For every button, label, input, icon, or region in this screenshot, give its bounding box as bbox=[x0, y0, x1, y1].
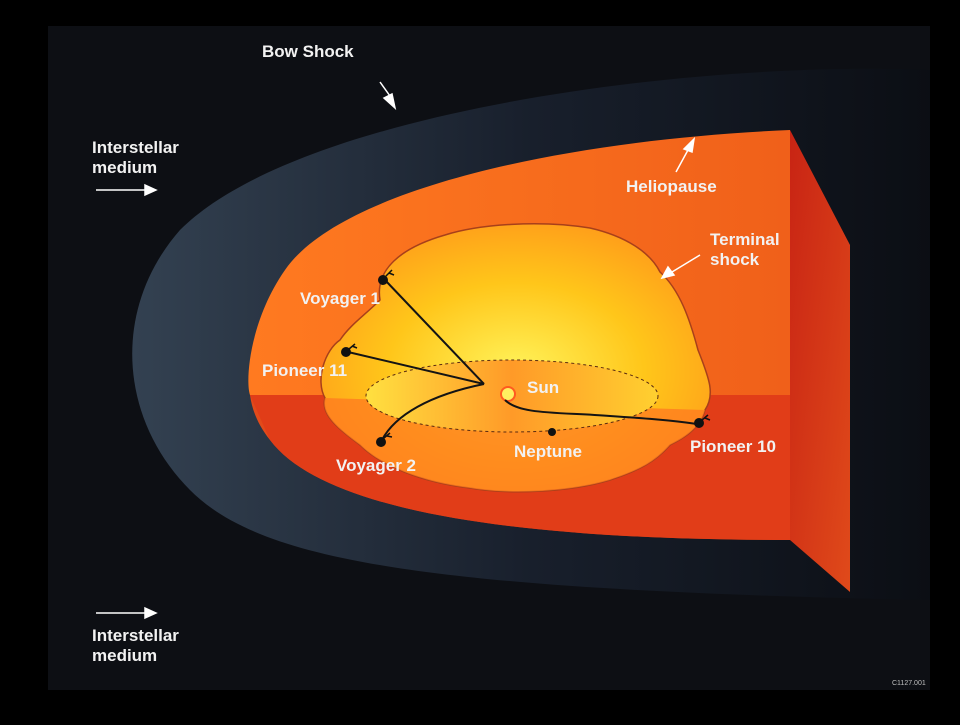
sun-label: Sun bbox=[527, 378, 560, 397]
voyager2-trajectory bbox=[381, 383, 485, 441]
pioneer10-trajectory bbox=[504, 399, 698, 425]
voyager2-label: Voyager 2 bbox=[336, 456, 417, 475]
interstellar-bottom-arrowhead bbox=[144, 606, 158, 620]
voyager1-marker bbox=[378, 275, 388, 285]
bow-shock-label: Bow Shock bbox=[262, 42, 354, 61]
side-face-shape bbox=[790, 130, 850, 592]
interstellar-top-arrowhead bbox=[144, 183, 158, 197]
bow-shock-arrowhead bbox=[382, 92, 397, 111]
interstellar-medium-bottom-label: Interstellar medium bbox=[92, 626, 179, 665]
interstellar-medium-top-label: Interstellar medium bbox=[92, 138, 179, 177]
voyager1-label: Voyager 1 bbox=[300, 289, 381, 308]
heliopause-arrow bbox=[675, 149, 689, 173]
pioneer10-marker bbox=[694, 418, 704, 428]
neptune-marker bbox=[548, 428, 556, 436]
pioneer11-trajectory bbox=[347, 351, 485, 385]
pioneer11-label: Pioneer 11 bbox=[262, 361, 348, 380]
bow-shock-arrow bbox=[379, 81, 391, 97]
sun-marker bbox=[500, 386, 516, 402]
annotation-arrows bbox=[96, 81, 701, 620]
figure-code: C1127.001 bbox=[892, 680, 926, 687]
pioneer11-marker bbox=[341, 347, 351, 357]
voyager2-marker bbox=[376, 437, 386, 447]
heliopause-label: Heliopause bbox=[626, 177, 717, 196]
voyager1-trajectory bbox=[384, 279, 485, 385]
pioneer10-label: Pioneer 10 bbox=[690, 437, 776, 456]
neptune-label: Neptune bbox=[514, 442, 582, 461]
terminal-shock-arrow bbox=[671, 254, 701, 273]
heliopause-arrowhead bbox=[682, 136, 696, 154]
trajectories bbox=[347, 279, 698, 441]
spacecraft-antennas bbox=[348, 269, 711, 439]
terminal-shock-arrowhead bbox=[660, 265, 676, 280]
terminal-shock-label: Terminal shock bbox=[710, 230, 780, 269]
